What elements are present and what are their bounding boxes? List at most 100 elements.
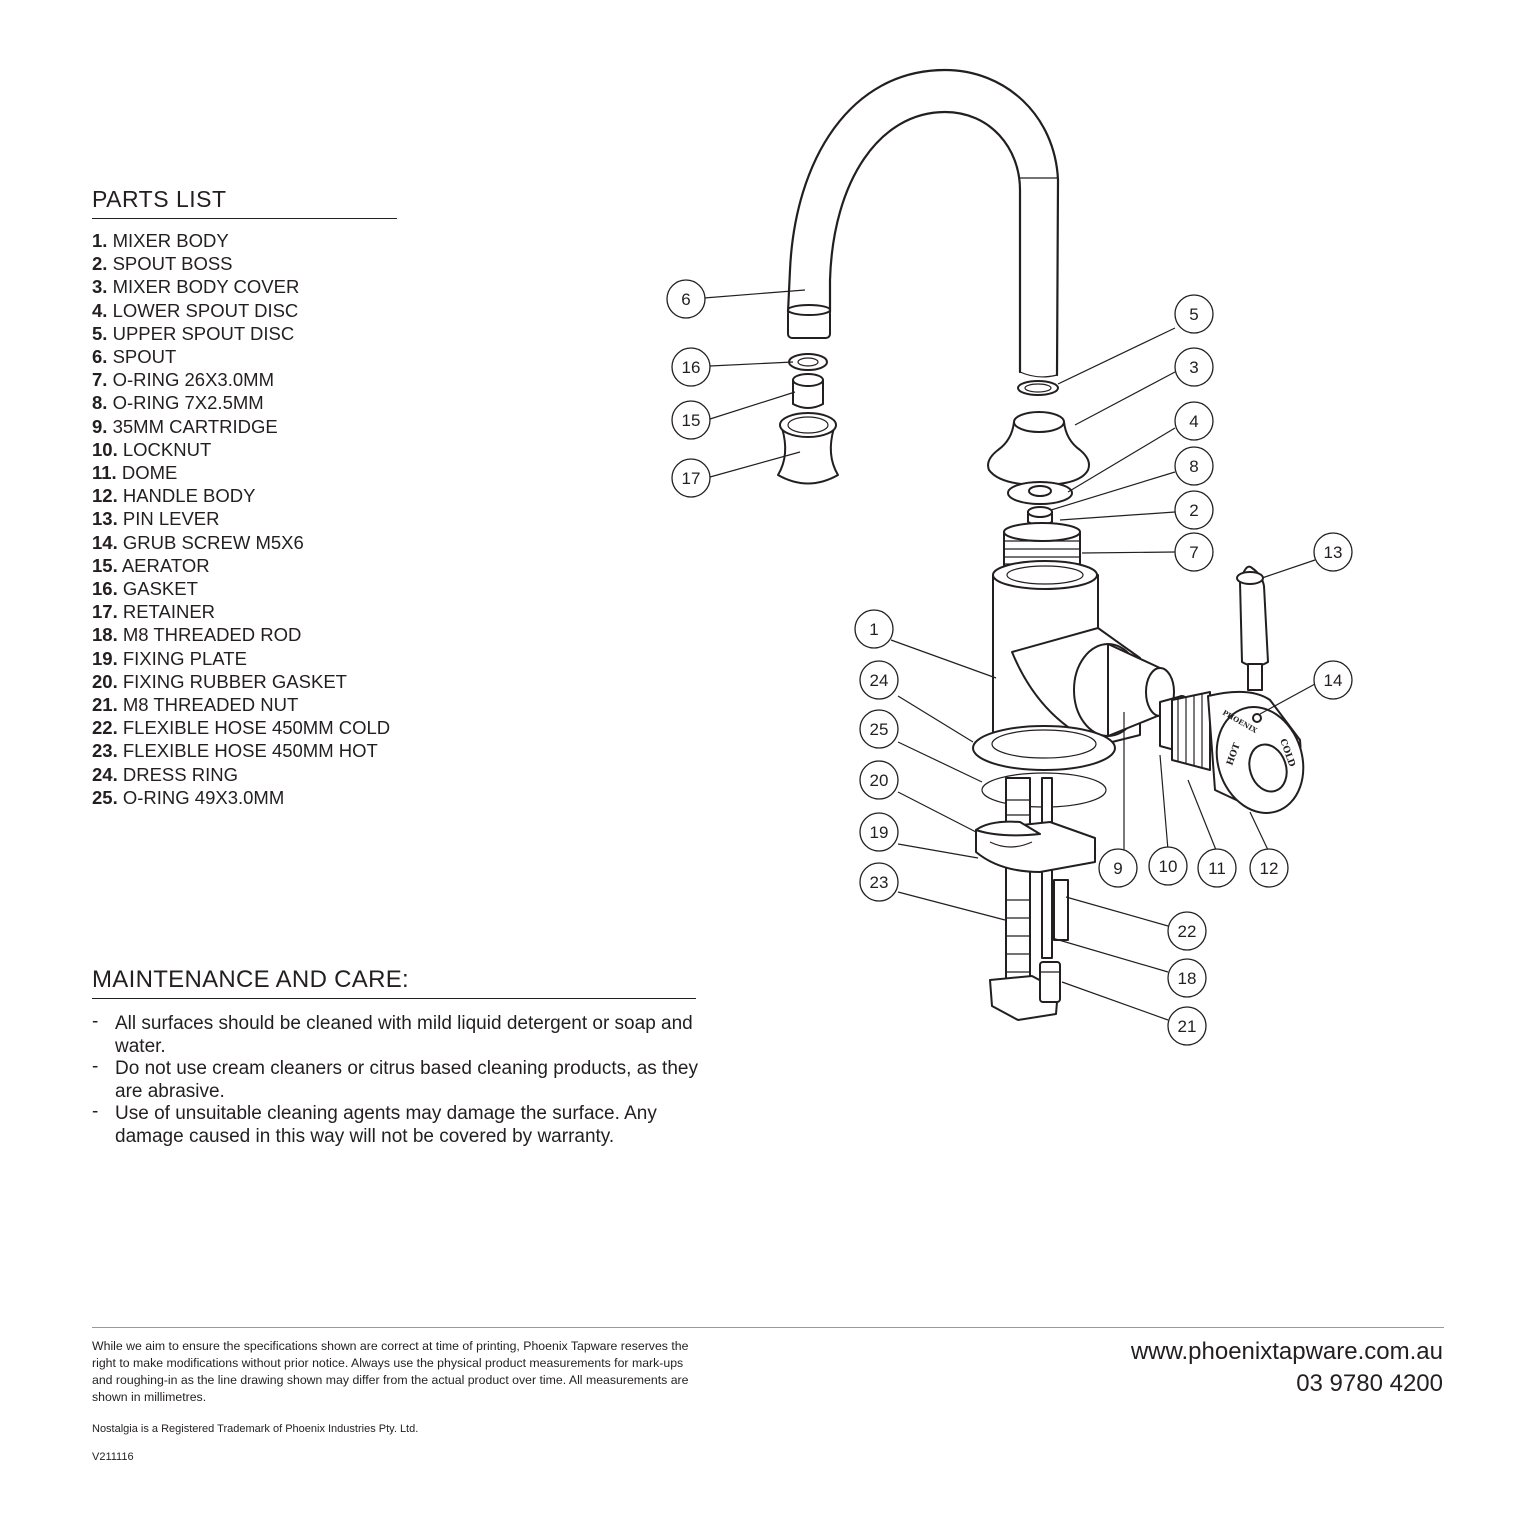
part-number: 21. — [92, 694, 118, 716]
callout-10: 10 — [1148, 846, 1188, 886]
bullet-dash: - — [92, 1011, 99, 1032]
callout-5: 5 — [1174, 294, 1214, 334]
parts-list-item: 3. MIXER BODY COVER — [92, 275, 390, 298]
callout-12: 12 — [1249, 848, 1289, 888]
fixing-plate — [975, 820, 1096, 873]
svg-text:15: 15 — [682, 411, 701, 430]
upper-spout-disc — [1017, 380, 1059, 396]
version-code: V211116 — [92, 1451, 134, 1463]
shank-and-hoses — [989, 777, 1069, 1021]
callout-7: 7 — [1174, 532, 1214, 572]
svg-text:9: 9 — [1113, 859, 1122, 878]
parts-list-item: 8. O-RING 7X2.5MM — [92, 391, 390, 414]
parts-list-item: 19. FIXING PLATE — [92, 647, 390, 670]
part-name: AERATOR — [121, 554, 210, 576]
callout-13: 13 — [1313, 532, 1353, 572]
part-number: 6. — [92, 346, 108, 368]
svg-text:16: 16 — [682, 358, 701, 377]
trademark-text: Nostalgia is a Registered Trademark of P… — [92, 1423, 419, 1435]
callout-20: 20 — [859, 760, 899, 800]
part-name: M8 THREADED NUT — [122, 694, 299, 716]
parts-list-item: 4. LOWER SPOUT DISC — [92, 299, 390, 322]
parts-list-item: 12. HANDLE BODY — [92, 484, 390, 507]
svg-text:25: 25 — [870, 720, 889, 739]
part-name: FIXING PLATE — [122, 647, 247, 669]
part-number: 13. — [92, 508, 118, 530]
part-name: O-RING 49X3.0MM — [122, 786, 285, 808]
parts-list-item: 6. SPOUT — [92, 345, 390, 368]
callout-19: 19 — [859, 812, 899, 852]
part-number: 15. — [92, 554, 118, 576]
maintenance-title: MAINTENANCE AND CARE: — [92, 966, 410, 993]
part-name: FIXING RUBBER GASKET — [122, 670, 347, 692]
part-name: 35MM CARTRIDGE — [112, 415, 278, 437]
part-name: GASKET — [122, 578, 198, 600]
maintenance-item: -Use of unsuitable cleaning agents may d… — [92, 1101, 702, 1148]
callout-22: 22 — [1167, 911, 1207, 951]
parts-list-item: 13. PIN LEVER — [92, 507, 390, 530]
part-name: RETAINER — [122, 601, 216, 623]
callout-15: 15 — [671, 400, 711, 440]
part-number: 20. — [92, 670, 118, 692]
svg-text:14: 14 — [1324, 671, 1343, 690]
callout-18: 18 — [1167, 958, 1207, 998]
part-name: LOCKNUT — [122, 438, 212, 460]
svg-text:12: 12 — [1260, 859, 1279, 878]
maintenance-text: Do not use cream cleaners or citrus base… — [115, 1058, 698, 1102]
mixer-body — [992, 560, 1175, 746]
part-number: 2. — [92, 253, 108, 275]
callout-17: 17 — [671, 458, 711, 498]
part-name: MIXER BODY COVER — [112, 276, 300, 298]
part-number: 11. — [92, 462, 117, 484]
parts-list-item: 25. O-RING 49X3.0MM — [92, 786, 390, 809]
svg-text:21: 21 — [1178, 1017, 1197, 1036]
parts-list-item: 5. UPPER SPOUT DISC — [92, 322, 390, 345]
svg-text:3: 3 — [1189, 358, 1198, 377]
bullet-dash: - — [92, 1056, 99, 1077]
mixer-body-cover — [987, 411, 1090, 486]
callout-3: 3 — [1174, 347, 1214, 387]
svg-text:13: 13 — [1324, 543, 1343, 562]
part-name: FLEXIBLE HOSE 450MM HOT — [122, 740, 378, 762]
part-number: 23. — [92, 740, 118, 762]
maintenance-text: All surfaces should be cleaned with mild… — [115, 1013, 693, 1057]
part-name: M8 THREADED ROD — [122, 624, 302, 646]
part-name: LOWER SPOUT DISC — [112, 299, 299, 321]
leader-lines — [703, 289, 1316, 1021]
svg-text:20: 20 — [870, 771, 889, 790]
part-number: 3. — [92, 276, 108, 298]
part-number: 4. — [92, 299, 108, 321]
parts-list-item: 15. AERATOR — [92, 554, 390, 577]
parts-list-title: PARTS LIST — [92, 186, 227, 212]
part-number: 5. — [92, 322, 108, 344]
svg-text:24: 24 — [870, 671, 889, 690]
disclaimer-text: While we aim to ensure the specification… — [92, 1339, 689, 1404]
callout-2: 2 — [1174, 490, 1214, 530]
parts-list-item: 20. FIXING RUBBER GASKET — [92, 670, 390, 693]
maintenance-list: -All surfaces should be cleaned with mil… — [92, 1011, 702, 1148]
parts-list-item: 7. O-RING 26X3.0MM — [92, 368, 390, 391]
svg-text:2: 2 — [1189, 501, 1198, 520]
part-number: 19. — [92, 647, 118, 669]
svg-text:8: 8 — [1189, 457, 1198, 476]
svg-text:17: 17 — [682, 469, 701, 488]
bullet-dash: - — [92, 1101, 99, 1122]
svg-text:19: 19 — [870, 823, 889, 842]
parts-list-item: 18. M8 THREADED ROD — [92, 623, 390, 646]
cartridge-assembly — [1159, 691, 1211, 771]
parts-list-item: 11. DOME — [92, 461, 390, 484]
svg-text:18: 18 — [1178, 969, 1197, 988]
part-name: O-RING 26X3.0MM — [112, 369, 274, 391]
svg-text:7: 7 — [1189, 543, 1198, 562]
maintenance-divider — [92, 998, 696, 999]
callout-25: 25 — [859, 709, 899, 749]
part-number: 7. — [92, 369, 108, 391]
part-name: SPOUT BOSS — [112, 253, 233, 275]
callout-8: 8 — [1174, 446, 1214, 486]
parts-list-item: 16. GASKET — [92, 577, 390, 600]
parts-list-item: 14. GRUB SCREW M5X6 — [92, 531, 390, 554]
svg-text:11: 11 — [1208, 859, 1226, 878]
maintenance-text: Use of unsuitable cleaning agents may da… — [115, 1103, 657, 1147]
callout-21: 21 — [1167, 1006, 1207, 1046]
svg-text:23: 23 — [870, 873, 889, 892]
